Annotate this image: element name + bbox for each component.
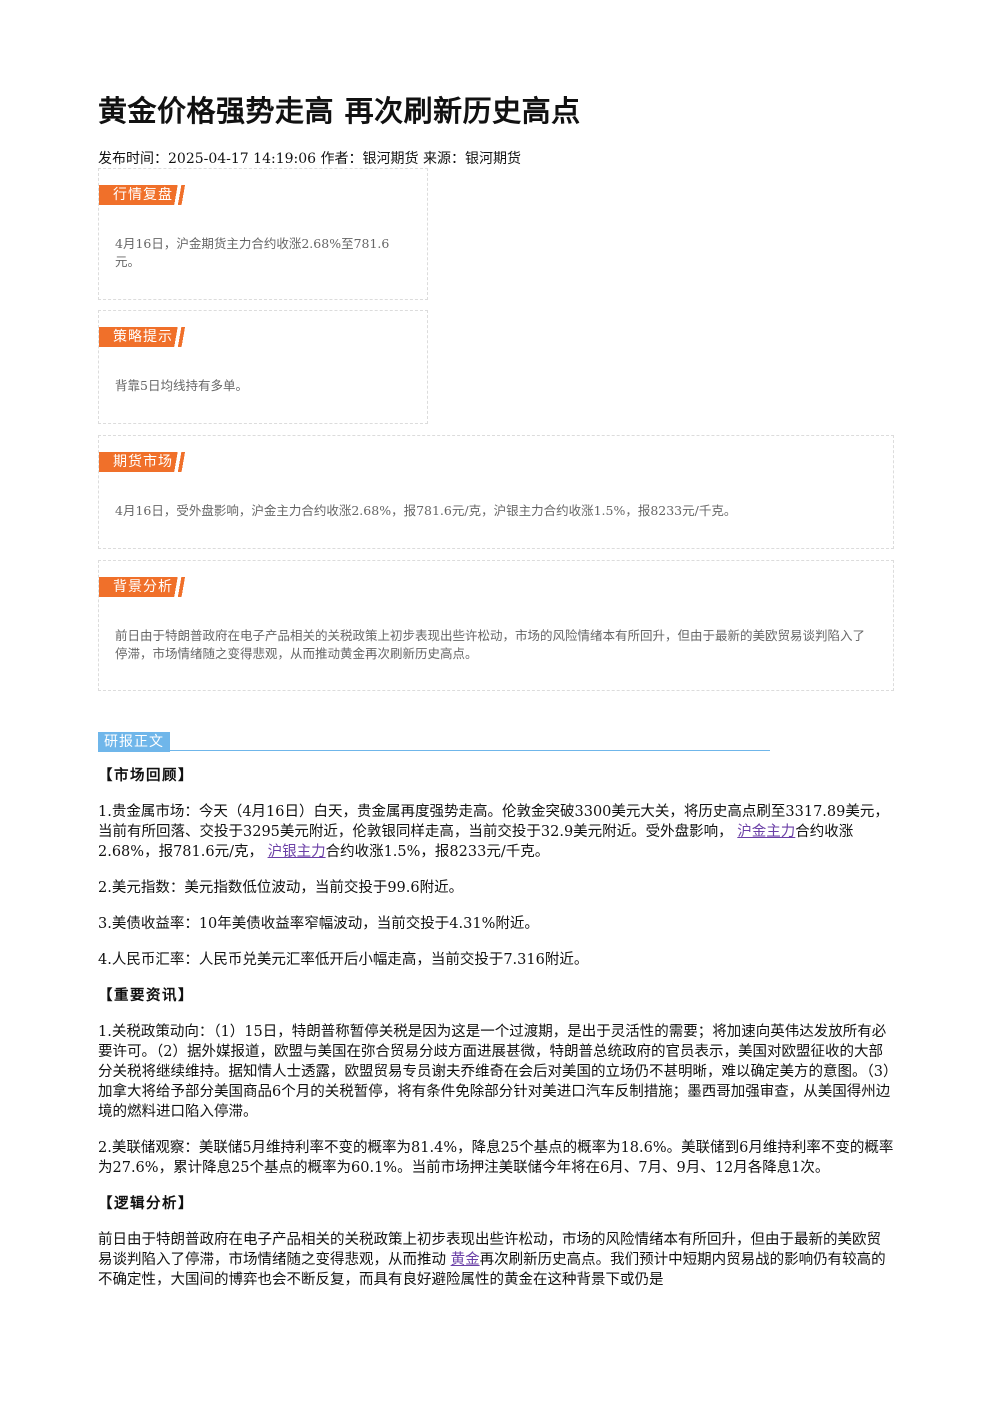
paragraph-logic: 前日由于特朗普政府在电子产品相关的关税政策上初步表现出些许松动，市场的风险情绪本… <box>98 1230 894 1290</box>
paragraph-treasury-yield: 3.美债收益率：10年美债收益率窄幅波动，当前交投于4.31%附近。 <box>98 916 539 932</box>
report-body-tag: 研报正文 <box>98 732 170 752</box>
paragraph-fed-watch: 2.美联储观察：美联储5月维持利率不变的概率为81.4%，降息25个基点的概率为… <box>98 1140 894 1176</box>
paragraph-text: 合约收涨1.5%，报8233元/千克。 <box>325 844 550 860</box>
link-gold[interactable]: 黄金 <box>450 1252 480 1268</box>
paragraph-dollar-index: 2.美元指数：美元指数低位波动，当前交投于99.6附近。 <box>98 880 464 896</box>
market-review-text: 4月16日，沪金期货主力合约收涨2.68%至781.6元。 <box>115 236 390 269</box>
futures-tag: 期货市场 <box>99 452 187 472</box>
paragraph-text: 再次刷新历史高点。我们预计中短期内贸易战的影响仍有较高的不确定性，大国间的博弈也… <box>98 1252 886 1288</box>
link-gold-main-contract[interactable]: 沪金主力 <box>737 824 796 840</box>
strategy-tag: 策略提示 <box>99 327 187 347</box>
publish-meta: 发布时间：2025-04-17 14:19:06 作者：银河期货 来源：银河期货 <box>98 151 521 167</box>
futures-box: 期货市场 4月16日，受外盘影响，沪金主力合约收涨2.68%，报781.6元/克… <box>98 435 894 549</box>
background-text: 前日由于特朗普政府在电子产品相关的关税政策上初步表现出些许松动，市场的风险情绪本… <box>115 628 866 661</box>
heading-market-review: 【市场回顾】 <box>98 767 194 784</box>
paragraph-precious-metals: 1.贵金属市场：今天（4月16日）白天，贵金属再度强势走高。伦敦金突破3300美… <box>98 802 894 862</box>
background-box: 背景分析 前日由于特朗普政府在电子产品相关的关税政策上初步表现出些许松动，市场的… <box>98 560 894 691</box>
paragraph-text: 前日由于特朗普政府在电子产品相关的关税政策上初步表现出些许松动，市场的风险情绪本… <box>98 1232 881 1268</box>
paragraph-rmb-rate: 4.人民币汇率：人民币兑美元汇率低开后小幅走高，当前交投于7.316附近。 <box>98 952 589 968</box>
strategy-box: 策略提示 背靠5日均线持有多单。 <box>98 310 428 424</box>
heading-logic-analysis: 【逻辑分析】 <box>98 1195 194 1212</box>
link-silver-main-contract[interactable]: 沪银主力 <box>267 844 326 860</box>
page-title: 黄金价格强势走高 再次刷新历史高点 <box>98 94 581 128</box>
background-tag: 背景分析 <box>99 577 187 597</box>
market-review-box: 行情复盘 4月16日，沪金期货主力合约收涨2.68%至781.6元。 <box>98 168 428 300</box>
market-review-tag: 行情复盘 <box>99 185 187 205</box>
futures-text: 4月16日，受外盘影响，沪金主力合约收涨2.68%，报781.6元/克，沪银主力… <box>115 503 737 518</box>
paragraph-text: 合约收涨2.68%，报781.6元/克， <box>98 824 854 860</box>
heading-important-news: 【重要资讯】 <box>98 987 194 1004</box>
section-divider <box>98 750 770 751</box>
paragraph-text: 1.贵金属市场：今天（4月16日）白天，贵金属再度强势走高。伦敦金突破3300美… <box>98 804 889 840</box>
article-body: 【市场回顾】 1.贵金属市场：今天（4月16日）白天，贵金属再度强势走高。伦敦金… <box>98 766 894 1306</box>
paragraph-tariff-policy: 1.关税政策动向：（1）15日，特朗普称暂停关税是因为这是一个过渡期，是出于灵活… <box>98 1024 891 1120</box>
strategy-text: 背靠5日均线持有多单。 <box>115 378 248 393</box>
